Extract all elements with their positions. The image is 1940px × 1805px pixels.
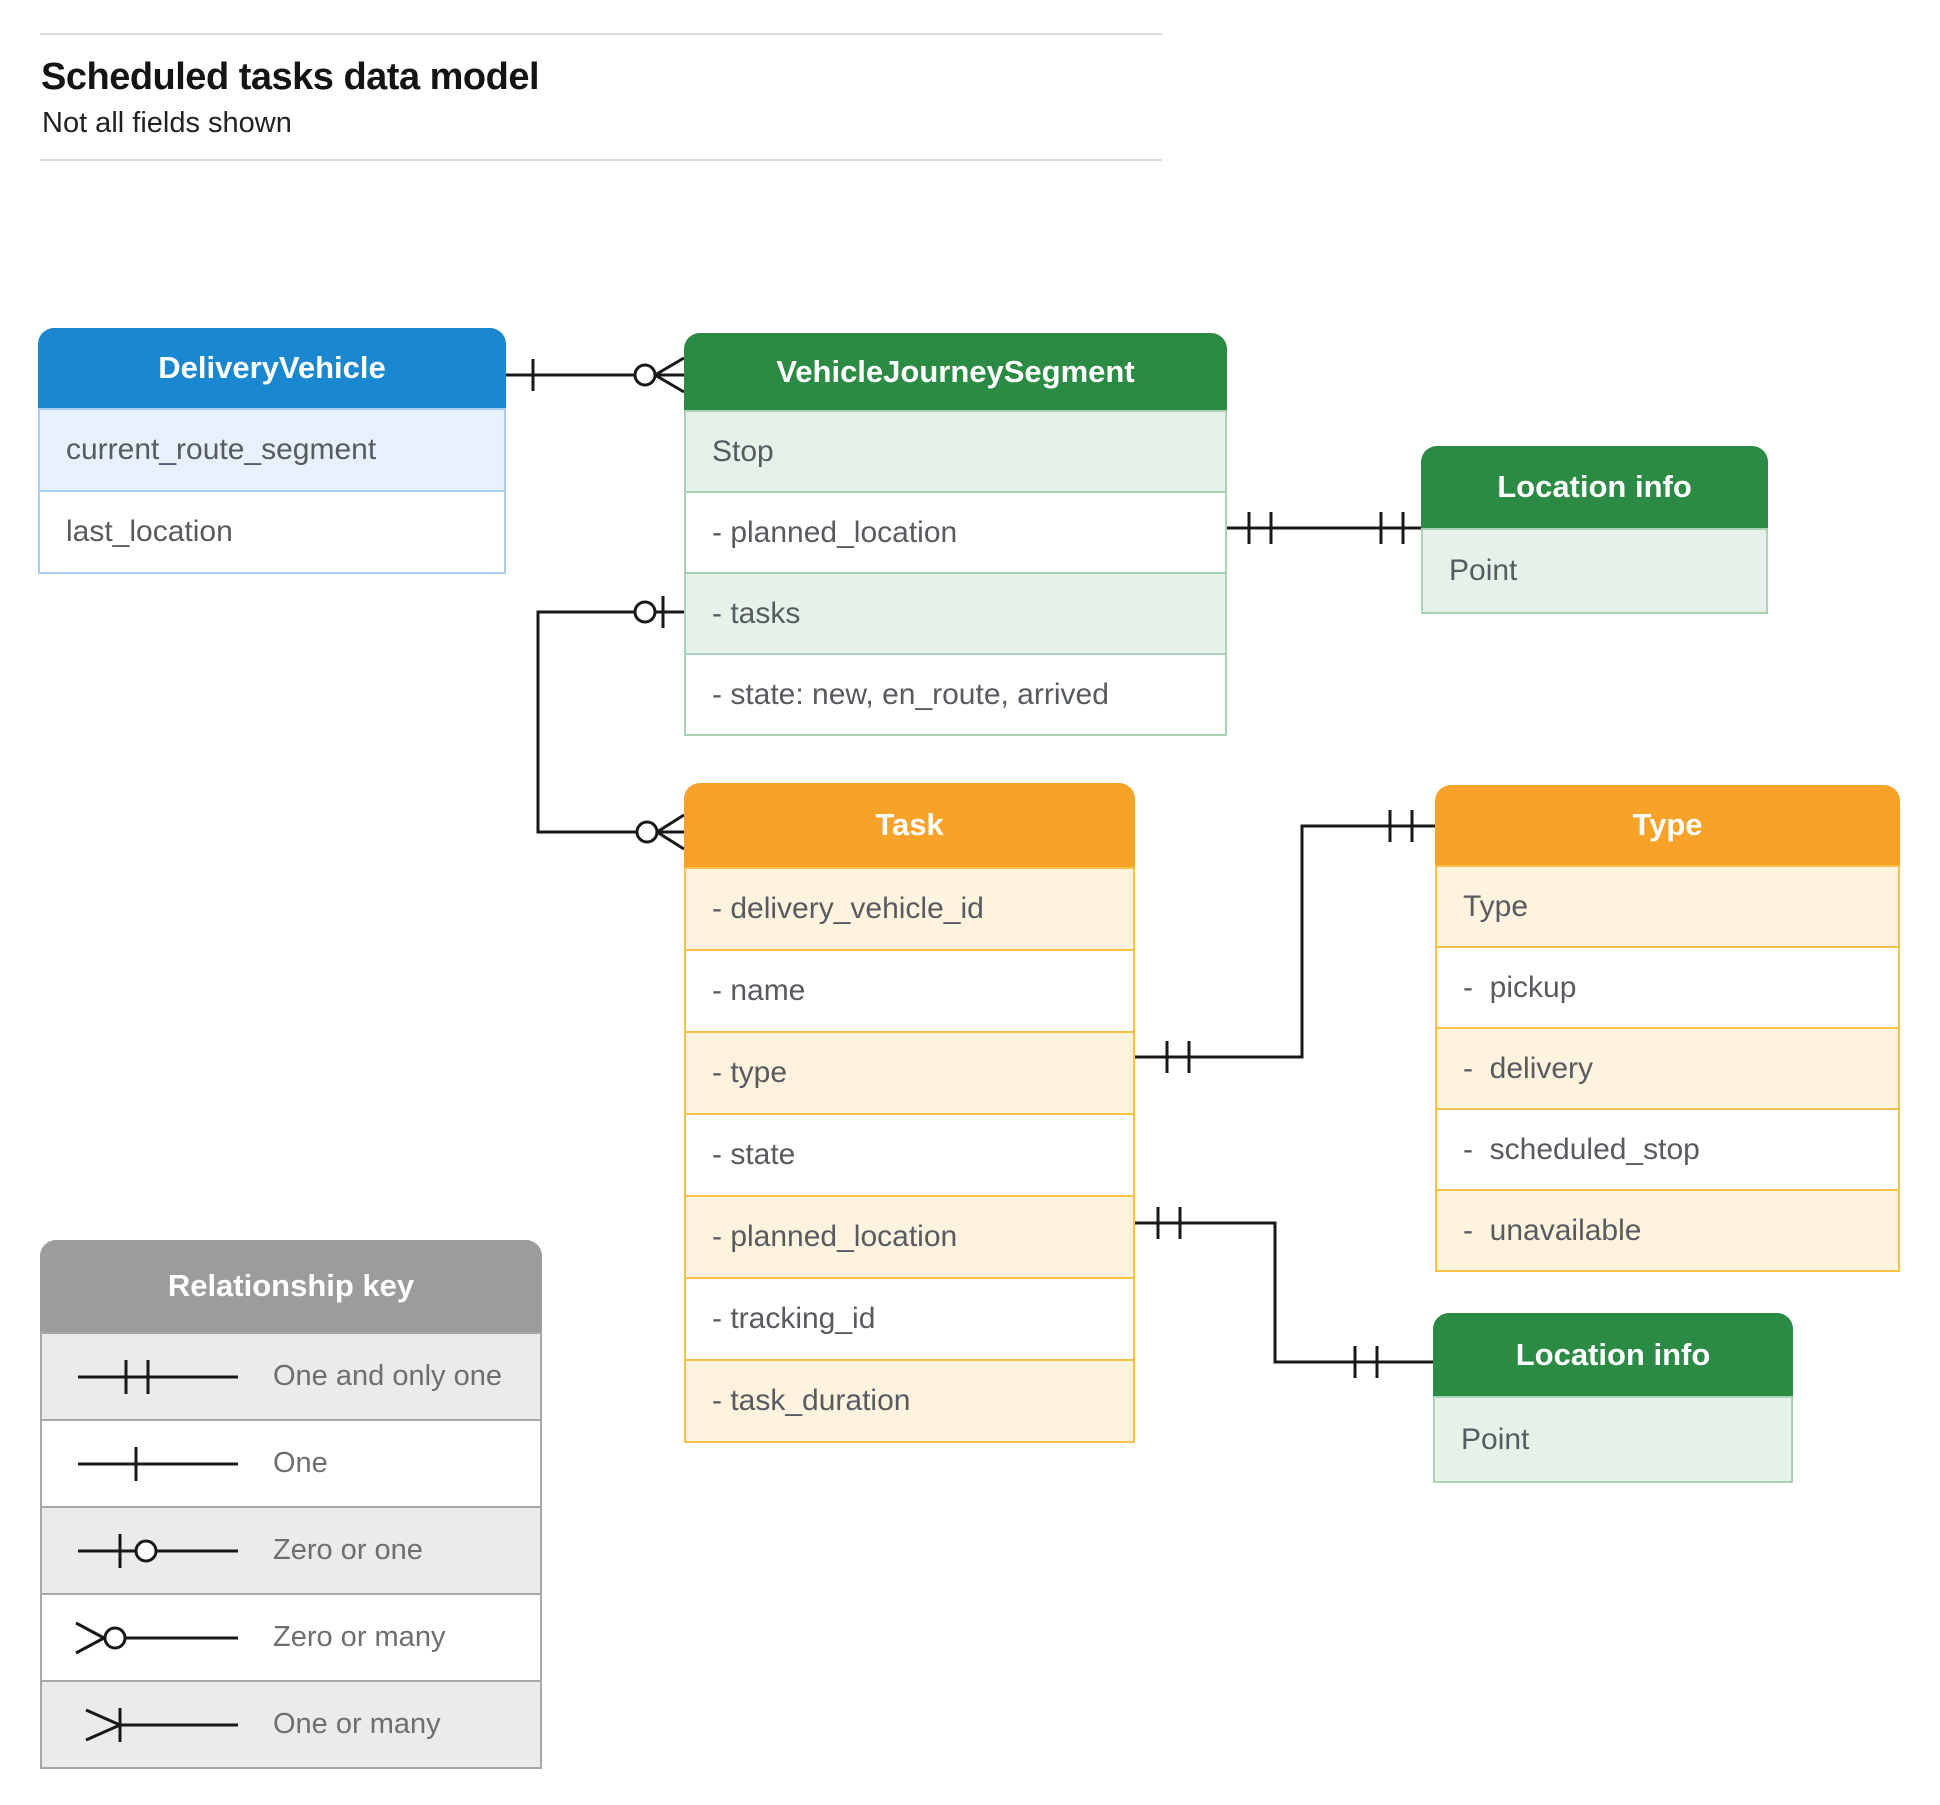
relationship-key-title: Relationship key [167, 1268, 415, 1303]
entity-title: Task [875, 807, 944, 842]
entity-location-info-upper: Location info Point [1421, 446, 1768, 614]
field-type: - type [686, 1033, 1133, 1115]
field-task-duration: - task_duration [686, 1361, 1133, 1441]
field-pickup: - pickup [1437, 948, 1898, 1029]
key-row-one-and-only-one: One and only one [42, 1334, 540, 1421]
zero-or-one-icon [78, 1533, 238, 1568]
entity-type: Type Type - pickup - delivery - schedule… [1435, 785, 1900, 1272]
key-label: One and only one [273, 1360, 502, 1392]
field-planned-location: - planned_location [686, 1197, 1133, 1279]
entity-title: Location info [1497, 469, 1692, 504]
entity-title: DeliveryVehicle [158, 350, 386, 385]
wire-plannedlocation-locationinfo [1227, 512, 1421, 544]
one-or-many-icon [85, 1707, 238, 1742]
entity-fields: current_route_segment last_location [38, 408, 506, 574]
key-row-one-or-many: One or many [42, 1682, 540, 1767]
entity-title: Type [1632, 807, 1703, 842]
field-scheduled-stop: - scheduled_stop [1437, 1110, 1898, 1191]
entity-title: VehicleJourneySegment [776, 353, 1135, 389]
entity-fields: Point [1433, 1396, 1793, 1483]
entity-title: Location info [1515, 1336, 1711, 1372]
key-label: One or many [273, 1708, 441, 1740]
entity-vehicle-journey-segment: VehicleJourneySegment Stop - planned_loc… [684, 333, 1227, 736]
field-delivery: - delivery [1437, 1029, 1898, 1110]
page-title: Scheduled tasks data model [41, 56, 540, 98]
wire-taskplannedlocation-locationinfo [1135, 1207, 1433, 1378]
field-stop: Stop [686, 412, 1225, 493]
relationship-key-rows: One and only one One Zero or one Zero or… [40, 1332, 542, 1769]
field-tasks: - tasks [686, 574, 1225, 655]
field-unavailable: - unavailable [1437, 1191, 1898, 1270]
field-planned-location: - planned_location [686, 493, 1225, 574]
one-and-only-one-icon [78, 1359, 238, 1394]
key-row-zero-or-one: Zero or one [42, 1508, 540, 1595]
zero-or-many-icon [75, 1621, 238, 1654]
key-label: Zero or many [273, 1621, 446, 1653]
wire-tasks-task [536, 596, 685, 851]
entity-task: Task - delivery_vehicle_id - name - type… [684, 783, 1135, 1443]
field-current-route-segment: current_route_segment [40, 410, 504, 492]
top-rule [40, 33, 1162, 35]
relationship-key-header: Relationship key [40, 1240, 542, 1332]
entity-header: DeliveryVehicle [38, 328, 506, 408]
entity-fields: - delivery_vehicle_id - name - type - st… [684, 867, 1135, 1443]
entity-fields: Stop - planned_location - tasks - state:… [684, 410, 1227, 736]
field-state: - state [686, 1115, 1133, 1197]
field-name: - name [686, 951, 1133, 1033]
entity-fields: Point [1421, 528, 1768, 614]
field-point: Point [1435, 1398, 1791, 1481]
field-tracking-id: - tracking_id [686, 1279, 1133, 1361]
key-row-zero-or-many: Zero or many [42, 1595, 540, 1682]
field-state: - state: new, en_route, arrived [712, 677, 1109, 711]
key-label: Zero or one [273, 1534, 423, 1566]
wire-deliveryvehicle-vehiclejourneysegment [506, 356, 685, 394]
entity-header: Task [684, 783, 1135, 867]
field-last-location: last_location [66, 515, 233, 548]
entity-delivery-vehicle: DeliveryVehicle current_route_segment la… [38, 328, 506, 574]
relationship-key: Relationship key One and only one One Ze… [40, 1240, 542, 1769]
subtitle-rule [40, 159, 1162, 161]
field-type: Type [1437, 867, 1898, 948]
entity-header: Type [1435, 785, 1900, 865]
key-row-one: One [42, 1421, 540, 1508]
one-icon [78, 1446, 238, 1481]
entity-header: Location info [1433, 1313, 1793, 1396]
page-subtitle: Not all fields shown [42, 107, 292, 139]
key-label: One [273, 1447, 328, 1479]
wire-type-typeenum [1135, 810, 1435, 1073]
field-delivery-vehicle-id: - delivery_vehicle_id [686, 869, 1133, 951]
entity-header: Location info [1421, 446, 1768, 528]
entity-location-info-lower: Location info Point [1433, 1313, 1793, 1483]
entity-fields: Type - pickup - delivery - scheduled_sto… [1435, 865, 1900, 1272]
field-point: Point [1423, 530, 1766, 612]
entity-header: VehicleJourneySegment [684, 333, 1227, 410]
